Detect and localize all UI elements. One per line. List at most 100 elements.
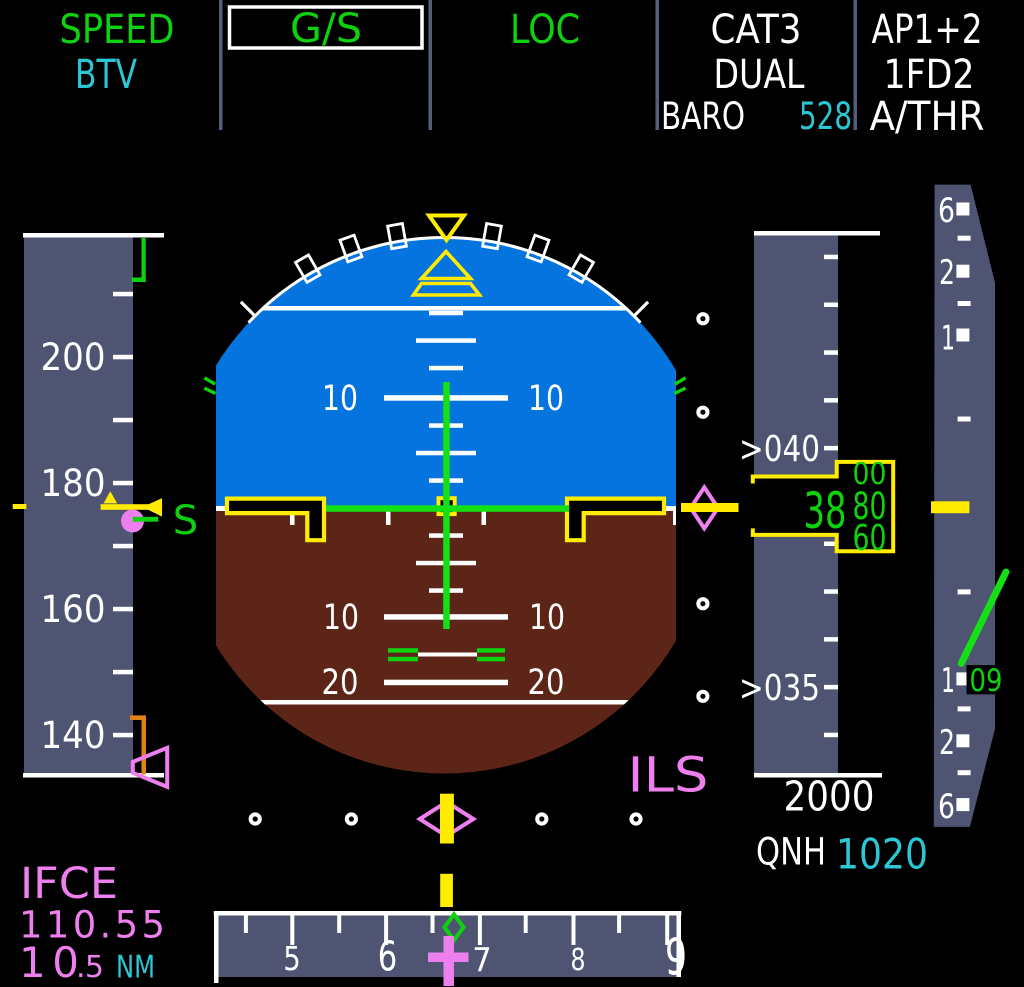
heading-tape-labels: 5 6 7 8 9	[283, 929, 687, 987]
fma-divider-2	[428, 0, 432, 130]
speed-tape-bottom-border	[23, 773, 164, 778]
bank-mark-45-left	[239, 300, 257, 318]
gs-dot-3	[696, 597, 710, 611]
localizer-scale	[248, 793, 643, 907]
aircraft-wing-right	[564, 496, 667, 543]
speed-tape-labels: 200 180 160 140	[41, 336, 106, 757]
fma-divider-4	[853, 0, 857, 130]
gs-dot-1	[696, 312, 710, 326]
vs-scale-squares	[956, 202, 970, 812]
heading-tape-top-border	[213, 911, 682, 916]
altitude-drum-mid: 80	[853, 485, 887, 528]
ils-mode: ILS	[628, 748, 709, 804]
selected-altitude: 2000	[784, 773, 875, 821]
loc-dot-3	[535, 812, 549, 826]
vs-scale-labels: 6 2 1 1 2 6	[938, 191, 955, 827]
selected-heading-cross	[428, 936, 469, 986]
vs-label-dn2: 2	[939, 723, 955, 763]
vs-label-dn1: 1	[941, 661, 955, 701]
speed-protection-symbol	[130, 744, 170, 790]
speed-pointer-arrow	[142, 498, 162, 517]
qnh-value: 1020	[836, 830, 928, 879]
ils-ident: IFCE	[20, 859, 118, 909]
loc-dot-1	[248, 812, 262, 826]
vertical-speed-indicator: 6 2 1 1 2 6 09	[931, 184, 1010, 827]
fma-vertical-mode: G/S	[290, 6, 362, 52]
s-speed-label: S	[173, 498, 198, 544]
gs-dot-2	[696, 405, 710, 419]
bank-reference-triangle	[425, 213, 468, 244]
vs-scale-dashes	[957, 235, 971, 776]
pitch-label-10up-left: 10	[322, 379, 358, 419]
speed-trend-arrow	[103, 491, 118, 504]
fma-approach-capability: CAT3	[711, 7, 802, 53]
altitude-value-main: 38	[804, 482, 847, 540]
vls-bracket	[130, 715, 146, 775]
heading-label-9: 9	[665, 929, 687, 987]
fma-divider-1	[219, 0, 223, 130]
pitch-label-10dn-right: 10	[529, 598, 565, 638]
speed-label-140: 140	[41, 714, 106, 757]
ils-dme-decimal: .5	[76, 950, 104, 985]
fma-fd-status: 1FD2	[884, 52, 975, 98]
altitude-drum: 00 80 60	[853, 457, 887, 551]
speed-target-dot	[121, 509, 144, 533]
ils-dme-unit: NM	[116, 950, 155, 986]
vs-zero-reference	[931, 501, 970, 514]
altitude-tape-ticks	[824, 254, 838, 738]
speed-tape-ticks	[113, 291, 133, 738]
glideslope-diamond	[688, 483, 721, 532]
speed-tape: 200 180 160 140 S	[12, 233, 198, 790]
bank-pointer-triangle	[417, 248, 475, 281]
loc-dot-2	[344, 812, 358, 826]
speed-pointer	[12, 491, 163, 517]
bank-scale	[239, 221, 650, 318]
fma-speed-mode: SPEED	[60, 7, 175, 53]
speed-label-160: 160	[41, 588, 106, 631]
heading-label-6: 6	[378, 933, 398, 981]
fma-baro-value: 528	[799, 95, 852, 138]
pitch-label-20dn-right: 20	[528, 663, 565, 703]
fma: SPEED BTV G/S LOC CAT3 DUAL BARO 528 AP1…	[60, 0, 985, 140]
speed-pointer-line	[100, 504, 163, 510]
heading-label-5: 5	[283, 939, 301, 978]
altitude-label-035: >035	[739, 668, 820, 709]
vs-label-up2: 2	[939, 253, 955, 293]
speed-pointer-left-dash	[12, 504, 27, 509]
heading-tape-left-border	[214, 911, 219, 983]
bank-mark-45-right	[632, 300, 650, 318]
sideslip-indicator	[410, 281, 484, 297]
altitude-tape-labels: >040 >035	[739, 429, 820, 709]
attitude-indicator: 10 10 10 10 20 20	[203, 213, 687, 774]
fma-vertical-mode-box	[227, 5, 424, 50]
pitch-label-20dn-left: 20	[322, 663, 359, 703]
speed-label-200: 200	[41, 336, 106, 379]
heading-label-8: 8	[571, 943, 586, 978]
speed-label-180: 180	[41, 462, 106, 505]
fma-athr-status: A/THR	[870, 94, 985, 140]
altitude-drum-upper: 00	[853, 457, 887, 492]
aircraft-wing-left	[224, 496, 327, 543]
heading-tape-ticks	[243, 915, 670, 945]
gs-dot-4	[696, 689, 710, 703]
ball-side-marks	[203, 376, 687, 396]
glideslope-scale	[681, 312, 739, 703]
fma-ap-status: AP1+2	[872, 7, 983, 53]
speed-tape-top-border	[23, 233, 164, 238]
altitude-label-040: >040	[739, 429, 820, 470]
heading-tape-right-border	[676, 911, 681, 977]
altitude-tape: >040 >035 38 00 80 60 2000 QNH 1020	[739, 231, 928, 879]
qnh-label: QNH	[756, 831, 826, 874]
vs-needle	[957, 568, 1010, 667]
loc-dot-4	[629, 812, 643, 826]
vs-value: 09	[970, 663, 1003, 699]
pitch-green-dashes	[388, 648, 505, 662]
fma-baro-label: BARO	[661, 95, 745, 138]
fma-lateral-mode: LOC	[510, 7, 580, 53]
fma-divider-3	[655, 0, 659, 130]
pitch-label-10up-right: 10	[528, 379, 564, 419]
altitude-tape-bottom-border	[754, 773, 882, 778]
vs-value-box	[966, 665, 1005, 695]
